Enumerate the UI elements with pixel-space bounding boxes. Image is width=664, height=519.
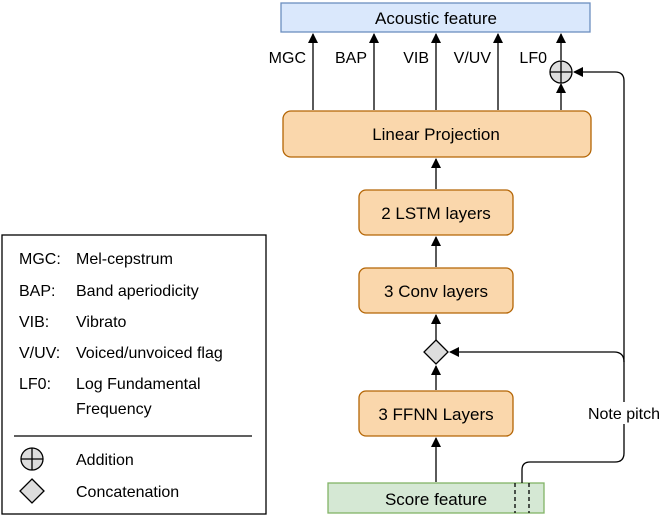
note-pitch-branch	[449, 347, 625, 363]
legend-abbr-lf0: LF0:	[19, 376, 51, 393]
ffnn-box	[358, 390, 514, 437]
addition-icon	[549, 60, 573, 84]
legend-abbr-vuv: V/UV:	[19, 345, 60, 362]
legend-desc-lf0-line2: Frequency	[76, 401, 152, 418]
note-pitch-path	[521, 67, 625, 483]
legend-abbr-mgc: MGC:	[19, 251, 61, 268]
output-arrows	[308, 33, 566, 110]
conv-box	[358, 267, 514, 314]
legend-addition-label: Addition	[76, 452, 134, 469]
legend-abbr-bap: BAP:	[19, 283, 55, 300]
score-feature-box	[327, 482, 545, 514]
output-label-lf0: LF0	[519, 50, 547, 67]
legend-addition-icon	[20, 447, 44, 471]
legend-box	[1, 234, 267, 515]
legend-concatenation-icon	[19, 478, 45, 504]
conv-label: 3 Conv layers	[384, 282, 488, 301]
note-pitch-label-bg	[583, 402, 663, 424]
legend-desc-vuv: Voiced/unvoiced flag	[76, 345, 223, 362]
output-label-vib: VIB	[403, 50, 429, 67]
legend-desc-lf0: Log Fundamental	[76, 376, 201, 393]
score-feature-label: Score feature	[385, 490, 487, 509]
lstm-label: 2 LSTM layers	[381, 204, 491, 223]
acoustic-feature-box	[280, 2, 591, 33]
legend-concatenation-label: Concatenation	[76, 484, 179, 501]
legend-abbr-vib: VIB:	[19, 314, 49, 331]
output-label-mgc: MGC	[269, 50, 306, 67]
acoustic-feature-label: Acoustic feature	[375, 9, 497, 28]
legend-desc-bap: Band aperiodicity	[76, 283, 199, 300]
lstm-box	[358, 189, 514, 236]
ffnn-label: 3 FFNN Layers	[378, 405, 493, 424]
output-label-vuv: V/UV	[454, 50, 492, 67]
linear-projection-box	[282, 110, 592, 158]
legend: MGC: Mel-cepstrum BAP: Band aperiodicity…	[1, 234, 267, 515]
linear-projection-label: Linear Projection	[372, 125, 500, 144]
legend-desc-vib: Vibrato	[76, 314, 127, 331]
output-label-bap: BAP	[335, 50, 367, 67]
note-pitch-label: Note pitch	[588, 406, 660, 423]
legend-desc-mgc: Mel-cepstrum	[76, 251, 173, 268]
concatenation-node-icon	[423, 339, 449, 365]
